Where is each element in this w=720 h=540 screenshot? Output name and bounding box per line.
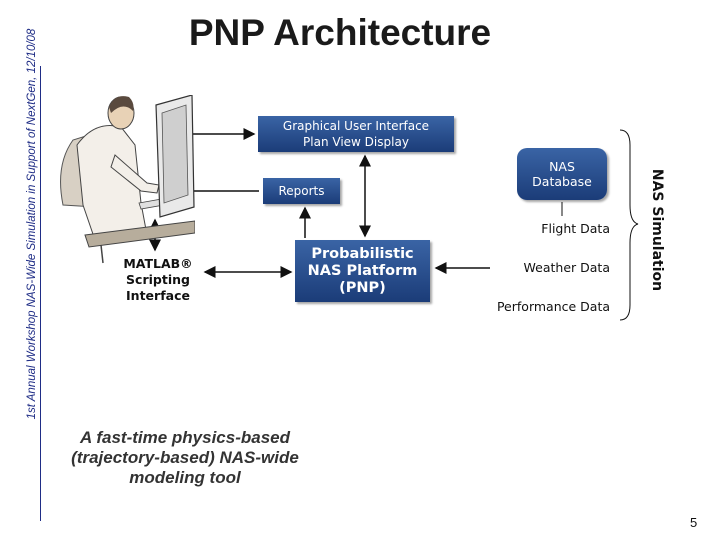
reports-label: Reports (278, 184, 325, 198)
gui-line2: Plan View Display (303, 135, 409, 149)
pnp-line3: (PNP) (339, 279, 386, 296)
gui-line1: Graphical User Interface (282, 119, 430, 133)
gui-box: Graphical User Interface Plan View Displ… (258, 116, 454, 152)
reports-box: Reports (263, 178, 340, 204)
caption: A fast-time physics-based (trajectory-ba… (71, 428, 299, 487)
performance-data-label: Performance Data (496, 299, 610, 314)
slide-title: PNP Architecture (188, 12, 492, 53)
nas-db-line1: NAS (549, 159, 575, 174)
computer-monitor-icon (155, 95, 195, 218)
flight-data-label: Flight Data (541, 221, 610, 236)
nas-simulation-label: NAS Simulation (649, 168, 665, 292)
pnp-line2: NAS Platform (307, 262, 418, 279)
side-divider (40, 66, 41, 521)
pnp-line1: Probabilistic (311, 245, 414, 262)
matlab-scripting-interface: MATLAB® Scripting Interface (118, 256, 198, 304)
nas-db-line2: Database (532, 174, 592, 189)
pnp-box: Probabilistic NAS Platform (PNP) (295, 240, 430, 302)
matlab-line2: Scripting (126, 272, 190, 287)
weather-data-label: Weather Data (523, 260, 610, 275)
matlab-line3: Interface (126, 288, 190, 303)
nas-simulation-bracket (619, 129, 639, 321)
user-at-computer-illustration (60, 96, 195, 264)
nas-database-box: NAS Database (517, 148, 607, 200)
matlab-line1: MATLAB® (123, 256, 193, 271)
page-number: 5 (690, 515, 698, 530)
